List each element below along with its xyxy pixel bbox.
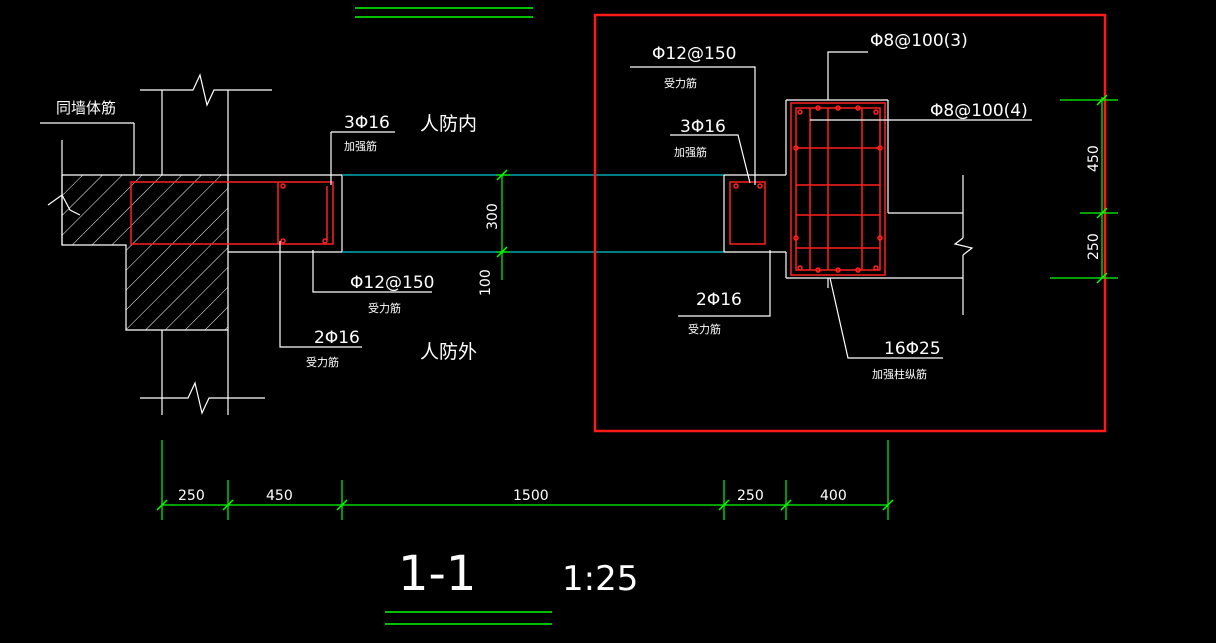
dim-bottom-1: 450 [266,488,293,504]
label-outside: 人防外 [420,341,477,363]
label-right-stress-count-note: 受力筋 [688,322,721,336]
right-annotations: Φ12@150 受力筋 3Φ16 加强筋 Φ8@100(3) Φ8@100(4)… [652,31,1028,381]
label-right-stress-count: 2Φ16 [696,290,742,310]
left-rebar-cage [130,181,334,245]
dim-beam-height: 300 [485,203,501,230]
label-column-rebar: 16Φ25 [884,339,941,359]
drawing-title: 1-1 1:25 [385,546,638,625]
dim-bottom-2: 1500 [513,488,549,504]
dim-bottom-0: 250 [178,488,205,504]
section-title: 1-1 [398,546,476,602]
dim-bottom-4: 400 [820,488,847,504]
label-stress-note-1: 受力筋 [368,301,401,315]
label-stirrup-1: Φ8@100(3) [870,31,968,51]
highlight-box [593,13,1107,433]
label-stress-note-2: 受力筋 [306,355,339,369]
right-beam [723,99,974,315]
right-leaders [630,51,1032,359]
dim-bottom-3: 250 [737,488,764,504]
left-annotations: 同墙体筋 3Φ16 加强筋 人防内 Φ12@150 受力筋 2Φ16 受力筋 人… [56,99,477,369]
label-right-strengthen-count: 3Φ16 [680,117,726,137]
label-wall-rebar: 同墙体筋 [56,99,116,117]
label-strengthen-count: 3Φ16 [344,113,390,133]
hatched-wall [61,174,229,331]
label-strengthen-note: 加强筋 [344,139,377,153]
left-leaders [40,122,432,348]
label-stress-spacing: Φ12@150 [350,273,434,293]
label-right-stress-note: 受力筋 [664,76,697,90]
dimension-lines [161,97,1118,520]
right-rebar-cage [729,102,886,276]
label-column-rebar-note: 加强柱纵筋 [872,367,927,381]
label-right-stress-spacing: Φ12@150 [652,44,736,64]
label-stirrup-2: Φ8@100(4) [930,101,1028,121]
cyan-beam-lines [342,174,724,253]
dim-right-lower: 250 [1086,233,1102,260]
label-right-strengthen-note: 加强筋 [674,145,707,159]
wall-lines [47,73,272,415]
dim-beam-offset: 100 [478,269,494,296]
top-title-underline [355,7,533,18]
dimension-texts: 300 100 450 250 250 450 1500 250 400 [178,145,1102,504]
left-beam [228,174,343,253]
label-stress-count: 2Φ16 [314,328,360,348]
label-inside: 人防内 [420,113,477,135]
dim-right-upper: 450 [1086,145,1102,172]
scale-label: 1:25 [562,559,638,599]
dimension-ticks [156,94,1108,511]
